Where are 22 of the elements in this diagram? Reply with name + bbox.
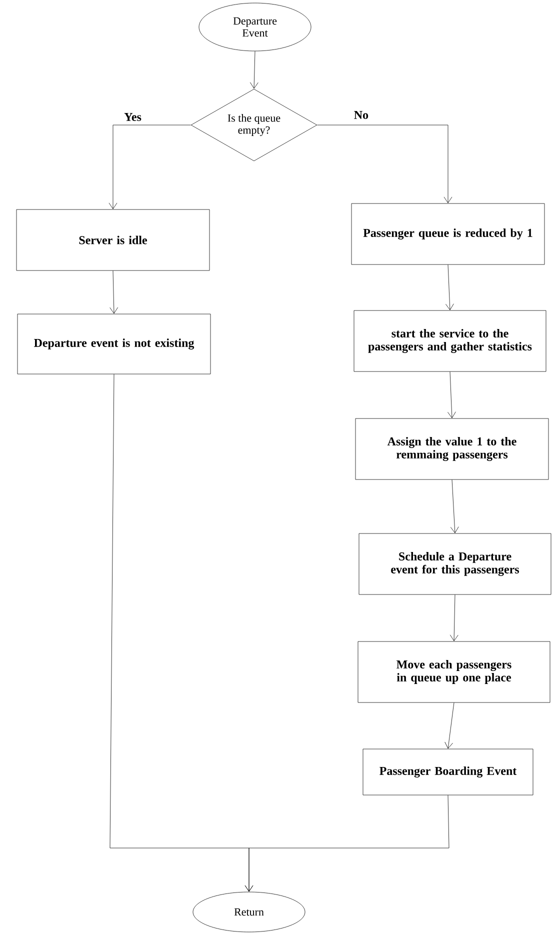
process-box: Passenger Boarding Event (362, 748, 534, 796)
process-box: Departure event is not existing (17, 314, 211, 374)
arrow (448, 372, 456, 418)
process-box: Server is idle (16, 209, 210, 271)
arrow (108, 124, 191, 210)
terminal-oval: Return (192, 892, 306, 932)
arrow (110, 270, 118, 314)
arrow (317, 124, 452, 204)
arrow (444, 702, 454, 749)
edge-label: Yes (123, 112, 142, 122)
arrow (450, 594, 458, 642)
arrow (450, 480, 459, 534)
arrow (250, 51, 258, 89)
process-box: Passenger queue is reduced by 1 (351, 203, 545, 265)
arrow (244, 795, 450, 892)
process-box: Schedule a Departure event for this passengers (358, 533, 552, 595)
edge-label: No (352, 110, 370, 120)
process-box: Move each passengers in queue up one place (358, 641, 550, 703)
terminal-oval: Departure Event (198, 2, 312, 52)
process-box: Assign the value 1 to the remmaing passengers (355, 418, 549, 480)
process-box: start the service to the passengers and gather statistics (354, 310, 546, 372)
arrow (446, 264, 454, 310)
